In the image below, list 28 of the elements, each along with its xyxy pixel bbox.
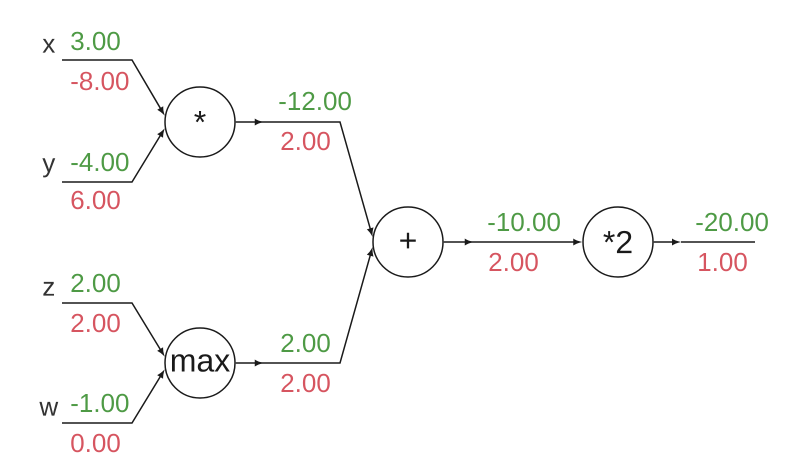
- gradient-label: 1.00: [699, 252, 747, 272]
- gradient-label: 6.00: [72, 190, 120, 210]
- variable-label: x: [42, 38, 56, 53]
- value-label: -20.00: [696, 212, 768, 232]
- value-label: 3.00: [71, 32, 120, 50]
- arrow: [444, 239, 580, 245]
- value-label: 2.00: [72, 274, 120, 292]
- value-label: 2.00: [282, 334, 330, 352]
- arrow: [236, 249, 374, 366]
- value-label: -12.00: [279, 92, 351, 110]
- value-label: -1.00: [71, 394, 128, 412]
- gradient-label: 2.00: [72, 314, 120, 332]
- variable-label: w: [39, 402, 58, 416]
- value-label: -10.00: [488, 212, 560, 232]
- arrow: [62, 59, 164, 114]
- gradient-label: -8.00: [71, 72, 128, 90]
- gradient-label: 2.00: [282, 374, 330, 392]
- arrow: [62, 371, 164, 424]
- gradient-label: 0.00: [71, 434, 120, 452]
- gradient-label: 2.00: [282, 132, 330, 150]
- arrow: [62, 130, 164, 183]
- variable-label: y: [42, 158, 56, 178]
- arrow: [654, 239, 679, 245]
- gradient-label: 2.00: [490, 252, 538, 272]
- value-label: -4.00: [71, 152, 128, 172]
- arrow: [62, 302, 164, 355]
- arrow: [236, 119, 374, 235]
- variable-label: z: [43, 282, 54, 296]
